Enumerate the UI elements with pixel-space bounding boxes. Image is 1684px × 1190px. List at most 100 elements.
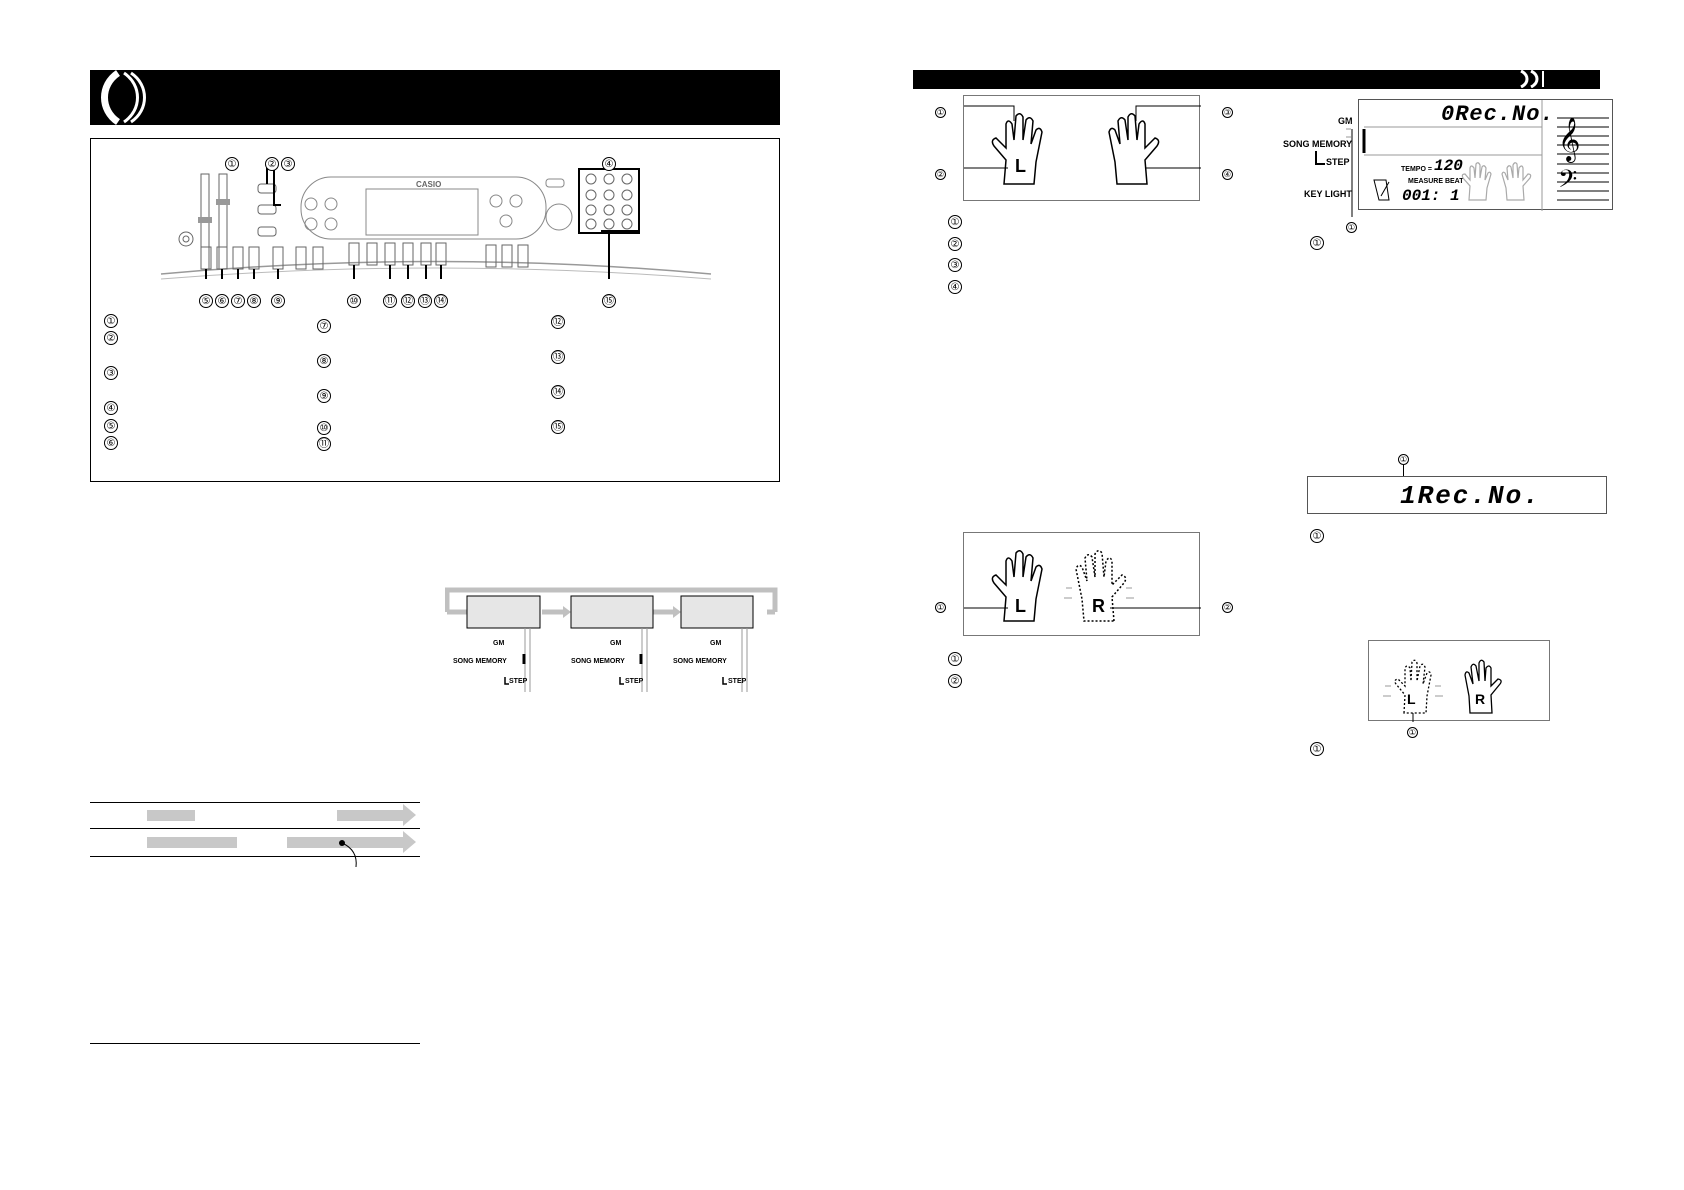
- table-rule-mid: [90, 828, 420, 829]
- middle-right-hand-letter: R: [1092, 596, 1105, 616]
- left-title-bar: [90, 70, 780, 125]
- hands-top-legend-2: ②: [948, 237, 962, 251]
- callout-15: ⑮: [602, 294, 616, 308]
- hands-mid-legend-1: ①: [948, 652, 962, 666]
- lcd-display-main: GM SONG MEMORY STEP KEY LIGHT 0Rec.No. T…: [1258, 99, 1613, 217]
- lcd-measure-beat-label: MEASURE BEAT: [1408, 178, 1464, 185]
- treble-clef-icon: 𝄞: [1558, 117, 1580, 163]
- left-hand-letter: L: [1015, 156, 1026, 176]
- flow-step-1: STEP: [509, 678, 528, 685]
- hands-bottom-illustration: L R: [1383, 659, 1502, 722]
- callout-12: ⑫: [401, 294, 415, 308]
- lcd-song-memory-label: SONG MEMORY: [1283, 139, 1353, 149]
- flow-gm-2: GM: [610, 640, 622, 647]
- legend-2: ②: [104, 331, 118, 345]
- hands-mid-callout-1: ①: [935, 602, 946, 613]
- mode-flow-arrows: [445, 587, 778, 692]
- legend-7: ⑦: [317, 319, 331, 333]
- lcd-rec1-text: 1Rec.No.: [1400, 481, 1541, 511]
- table-rule-top: [90, 802, 420, 803]
- lcd-screen: 0Rec.No. TEMPO = 120 MEASURE BEAT 001: 1…: [1358, 99, 1613, 211]
- lcd-rec1-legend-1: ①: [1310, 529, 1324, 543]
- hands-top-illustration: L: [964, 105, 1201, 185]
- flow-gm-3: GM: [710, 640, 722, 647]
- operation-table: [90, 802, 420, 1045]
- hands-bottom-callout-1: ①: [1407, 727, 1418, 738]
- lcd-measure-beat-value: 001: 1: [1402, 187, 1460, 205]
- callout-13: ⑬: [418, 294, 432, 308]
- legend-14: ⑭: [551, 385, 565, 399]
- callout-5: ⑤: [199, 294, 213, 308]
- lcd-rec1-callout-1: ①: [1398, 454, 1409, 465]
- callout-4: ④: [602, 157, 616, 171]
- hands-bottom-legend-1: ①: [1310, 742, 1324, 756]
- callout-7: ⑦: [231, 294, 245, 308]
- legend-1: ①: [104, 314, 118, 328]
- bottom-right-hand-letter: R: [1475, 691, 1485, 707]
- lcd-step-label: STEP: [1326, 157, 1350, 167]
- hands-top-legend-1: ①: [948, 215, 962, 229]
- callout-10: ⑩: [347, 294, 361, 308]
- lcd-rec-text: 0Rec.No.: [1441, 102, 1555, 127]
- legend-15: ⑮: [551, 420, 565, 434]
- callout-2: ②: [265, 157, 279, 171]
- hands-top-legend-3: ③: [948, 258, 962, 272]
- legend-3: ③: [104, 366, 118, 380]
- flow-song-memory-1: SONG MEMORY: [453, 658, 507, 665]
- lcd-step-corner: [1315, 151, 1325, 165]
- legend-5: ⑤: [104, 419, 118, 433]
- hands-middle-illustration: L R: [964, 550, 1201, 622]
- flow-song-memory-2: SONG MEMORY: [571, 658, 625, 665]
- table-rule-2: [90, 856, 420, 857]
- callout-9: ⑨: [271, 294, 285, 308]
- callout-11: ⑪: [383, 294, 397, 308]
- bass-clef-icon: 𝄢: [1558, 165, 1577, 200]
- flow-step-2: STEP: [625, 678, 644, 685]
- right-header-thin-line: [913, 88, 1600, 89]
- lcd-pointer-lines: [1346, 120, 1353, 217]
- table-rule-bottom: [90, 1043, 420, 1044]
- callout-1: ①: [225, 157, 239, 171]
- callout-14: ⑭: [434, 294, 448, 308]
- legend-9: ⑨: [317, 389, 331, 403]
- hands-diagram-bottom: L R: [1368, 640, 1550, 722]
- lcd-main-legend-1: ①: [1310, 236, 1324, 250]
- callout-3: ③: [281, 157, 295, 171]
- flow-song-memory-3: SONG MEMORY: [673, 658, 727, 665]
- legend-8: ⑧: [317, 354, 331, 368]
- hands-diagram-top: L: [963, 95, 1201, 201]
- lcd-rec1-pointer: [1403, 465, 1404, 477]
- lcd-tempo-label: TEMPO =: [1401, 166, 1432, 173]
- keyboard-panel-illustration: CASIO: [160, 161, 712, 280]
- lcd-main-callout-1: ①: [1346, 222, 1357, 233]
- legend-4: ④: [104, 401, 118, 415]
- bottom-left-hand-letter: L: [1407, 691, 1416, 707]
- legend-6: ⑥: [104, 436, 118, 450]
- lcd-tempo-value: 120: [1434, 157, 1463, 175]
- legend-11: ⑪: [317, 437, 331, 451]
- hands-mid-legend-2: ②: [948, 674, 962, 688]
- lcd-gm-label: GM: [1338, 116, 1353, 126]
- header-paren-icon: [1503, 70, 1598, 88]
- gray-bar-1: [147, 810, 195, 821]
- hands-top-callout-3: ③: [1222, 107, 1233, 118]
- legend-10: ⑩: [317, 421, 331, 435]
- lcd-display-rec1: 1Rec.No.: [1307, 476, 1607, 514]
- flow-step-3: STEP: [728, 678, 747, 685]
- legend-13: ⑬: [551, 350, 565, 364]
- controls-figure: CASIO: [90, 138, 780, 482]
- middle-left-hand-letter: L: [1015, 596, 1026, 616]
- hands-diagram-middle: L R: [963, 532, 1201, 636]
- lcd-key-light-label: KEY LIGHT: [1304, 189, 1352, 199]
- title-paren-icon: [101, 70, 146, 125]
- gray-arrow-icons: [287, 804, 416, 868]
- callout-8: ⑧: [247, 294, 261, 308]
- hands-top-callout-1: ①: [935, 107, 946, 118]
- callout-6: ⑥: [215, 294, 229, 308]
- casio-logo: CASIO: [416, 180, 441, 189]
- hands-top-callout-4: ④: [1222, 169, 1233, 180]
- gray-bar-2: [147, 837, 237, 848]
- hands-top-legend-4: ④: [948, 280, 962, 294]
- lcd-graphics: 𝄞 𝄢: [1362, 100, 1609, 211]
- hands-mid-callout-2: ②: [1222, 602, 1233, 613]
